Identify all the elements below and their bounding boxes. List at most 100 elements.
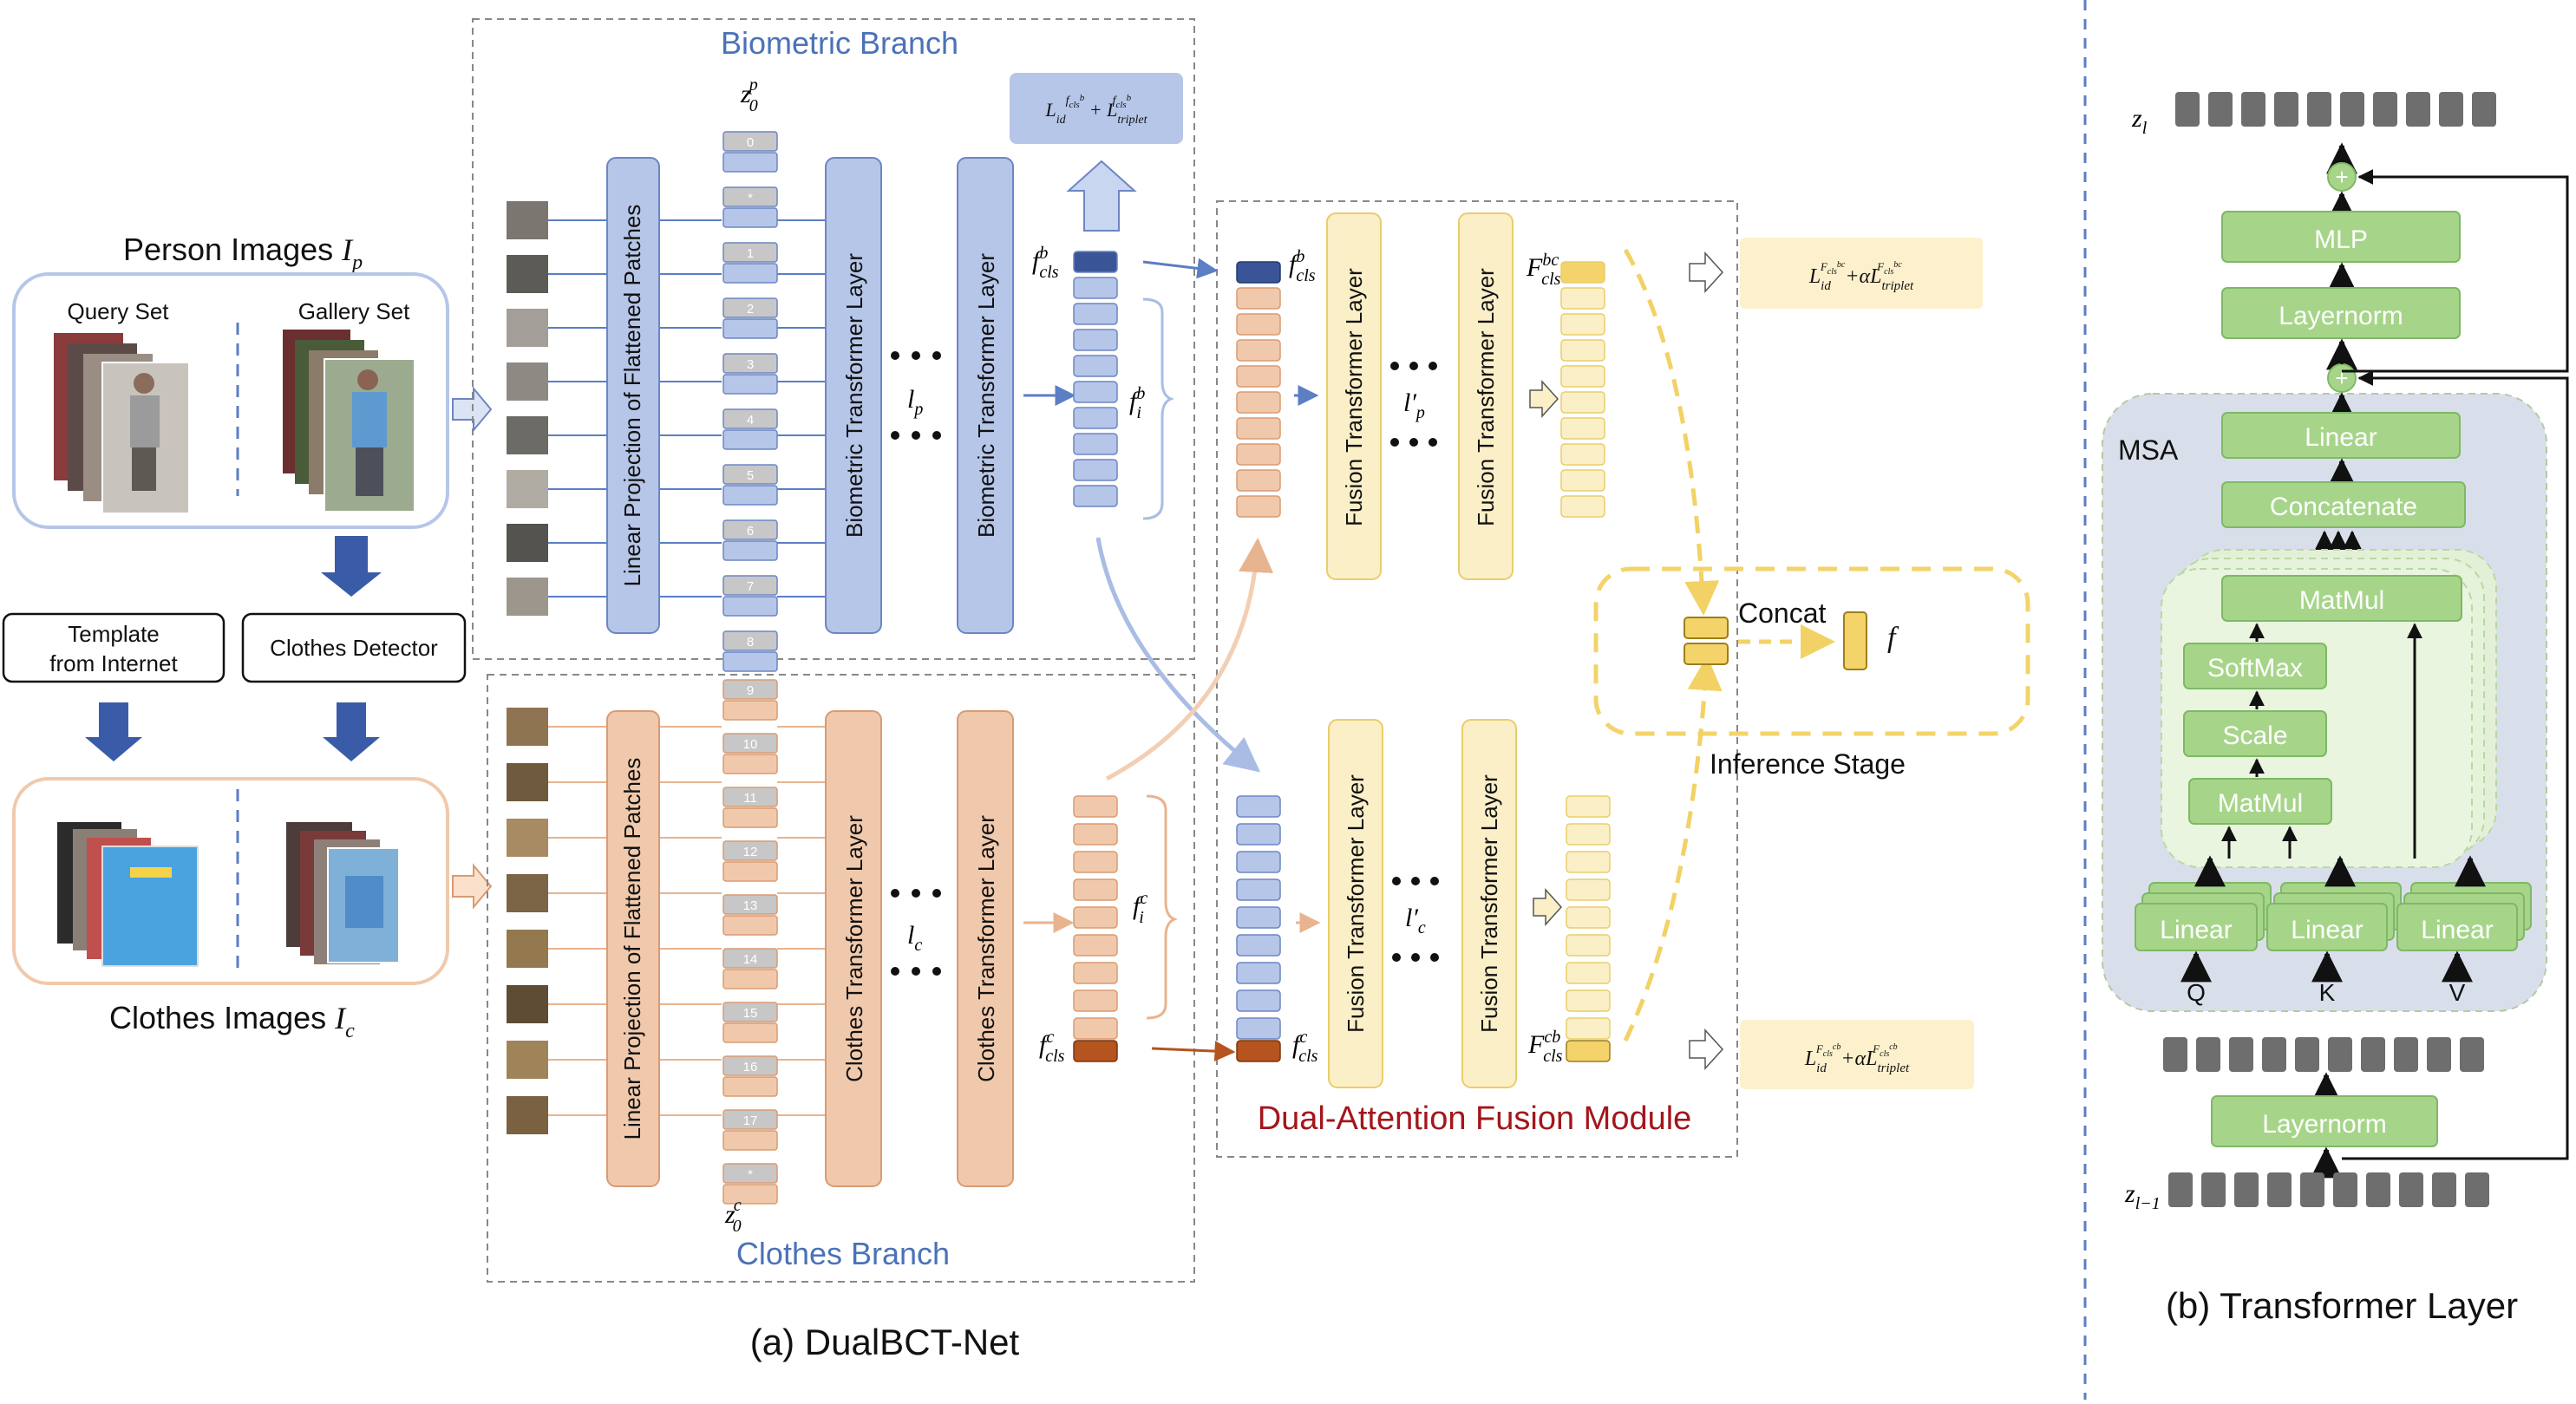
token-embed-cell — [722, 596, 778, 617]
msa-label: MSA — [2118, 434, 2179, 466]
fusion-top-layer-2-label: Fusion Transformer Layer — [1473, 268, 1499, 526]
biometric-ellipsis — [891, 351, 941, 440]
clothes-branch-title: Clothes Branch — [736, 1236, 950, 1271]
feature-token — [1073, 433, 1118, 455]
cls-token — [1073, 1040, 1118, 1062]
image-patch — [507, 930, 548, 968]
q-label: Q — [2187, 979, 2206, 1006]
token-embed-cell — [722, 807, 778, 828]
token-id-label: 16 — [743, 1060, 758, 1074]
cls-token — [1566, 1040, 1611, 1062]
scale-label: Scale — [2222, 722, 2287, 750]
clothes-detector-box: Clothes Detector — [241, 612, 467, 683]
sequence-token — [2295, 1037, 2319, 1072]
token-embed-cell — [722, 485, 778, 506]
sequence-token — [2241, 92, 2265, 127]
sequence-token — [2328, 1037, 2352, 1072]
image-patch — [507, 470, 548, 508]
token-id-cell — [722, 679, 778, 700]
token-id-cell — [722, 1055, 778, 1076]
down-arrow-template — [85, 702, 142, 761]
token-id-label: 10 — [743, 737, 758, 752]
final-feature-token — [1843, 611, 1867, 670]
token-id-label: * — [748, 1167, 753, 1182]
normalized-token-row — [2163, 1037, 2484, 1072]
token-embed-cell — [722, 969, 778, 989]
biometric-transformer-layer-2-label: Biometric Transformer Layer — [973, 253, 999, 538]
token-embed-cell — [722, 1184, 778, 1205]
matmul-bottom-block — [2188, 778, 2332, 825]
biometric-loss-up-arrow — [1066, 160, 1137, 232]
sequence-token — [2208, 92, 2233, 127]
image-patch — [507, 255, 548, 293]
concatenate-label: Concatenate — [2270, 493, 2417, 521]
sequence-token — [2168, 1172, 2193, 1207]
token-id-cell — [722, 1163, 778, 1184]
token-id-cell — [722, 575, 778, 596]
token-embed-cell — [722, 700, 778, 721]
token-id-cell — [722, 787, 778, 807]
feature-token — [1566, 823, 1611, 846]
sequence-token — [2307, 92, 2331, 127]
linear-q-label: Linear — [2160, 916, 2232, 944]
feature-token — [1566, 795, 1611, 818]
down-arrow-detector — [323, 702, 380, 761]
feature-token — [1566, 878, 1611, 901]
token-id-cell — [722, 353, 778, 374]
softmax-label: SoftMax — [2207, 654, 2303, 682]
sequence-token — [2234, 1172, 2259, 1207]
token-id-cell — [722, 1002, 778, 1022]
token-embed-cell — [722, 754, 778, 774]
person-images-panel: Person Images Ip Query Set Gallery Set — [12, 232, 449, 529]
matmul-top-label: MatMul — [2299, 586, 2384, 615]
token-embed-cell — [722, 861, 778, 882]
token-embed-cell — [722, 1076, 778, 1097]
clothes-patch-lines — [548, 726, 826, 1116]
token-id-label: 2 — [747, 302, 754, 317]
input-token-row — [2168, 1172, 2489, 1207]
feature-token — [1560, 365, 1605, 388]
token-id-cell — [722, 464, 778, 485]
layernorm-top-block — [2221, 287, 2461, 339]
biometric-linear-projection-label: Linear Projection of Flattened Patches — [619, 205, 645, 587]
linear-top-label: Linear — [2305, 423, 2377, 452]
feature-token — [1073, 989, 1118, 1012]
token-embed-cell — [722, 263, 778, 284]
image-patch — [507, 578, 548, 616]
fusion-top-output-tokens — [1560, 261, 1605, 518]
token-embed-cell — [722, 207, 778, 228]
person-images-label: Person Images Ip — [123, 232, 363, 274]
arrow-into-clothes — [452, 863, 493, 910]
clothes-patches — [507, 708, 548, 1134]
token-id-label: 5 — [747, 468, 754, 483]
feature-token — [1236, 339, 1281, 362]
feature-token — [1566, 851, 1611, 873]
fusion-top-layer-2 — [1458, 212, 1514, 580]
fusion-bottom-ellipsis — [1392, 877, 1439, 962]
fusion-bottom-loss-box — [1740, 1020, 1974, 1089]
feature-token — [1236, 851, 1281, 873]
token-embed-cell — [722, 374, 778, 395]
feature-token — [1073, 459, 1118, 481]
fusion-top-ellipsis — [1390, 362, 1437, 447]
clothes-layer-count: lc — [907, 921, 922, 955]
token-id-cell — [722, 840, 778, 861]
token-id-label: 8 — [747, 635, 754, 650]
query-image-stack — [54, 333, 190, 514]
token-embed-cell — [722, 429, 778, 450]
feature-token — [1073, 795, 1118, 818]
feature-token — [1073, 485, 1118, 507]
feature-token — [1236, 878, 1281, 901]
fusion-top-output-arrow — [1529, 380, 1559, 418]
feature-token — [1236, 287, 1281, 310]
token-id-label: 1 — [747, 246, 754, 261]
feature-token — [1073, 878, 1118, 901]
feature-token — [1073, 823, 1118, 846]
matmul-bottom-label: MatMul — [2218, 789, 2303, 818]
token-id-cell — [722, 948, 778, 969]
